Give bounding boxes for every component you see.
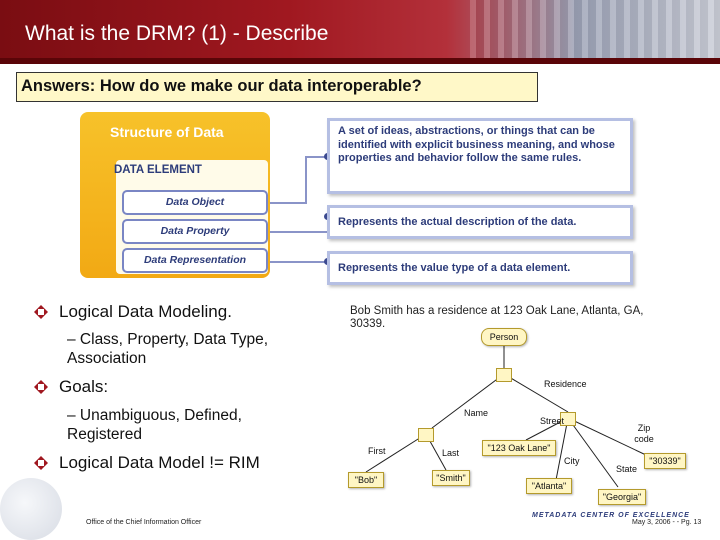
header-banner xyxy=(0,0,720,64)
diamond-bullet-icon xyxy=(34,380,48,394)
bullet-sub-goals: – Unambiguous, Defined, Registered xyxy=(67,407,242,443)
bullet-goals: Goals: xyxy=(59,377,109,396)
tree-node xyxy=(418,428,434,442)
footer-office: Office of the Chief Information Officer xyxy=(86,519,202,526)
connector-line xyxy=(305,156,327,158)
footer-metadata-center-logo: METADATA CENTER OF EXCELLENCE xyxy=(532,512,690,519)
header-image-collage xyxy=(470,0,720,64)
connector-line xyxy=(270,202,306,204)
edge-label-zip: Zip code xyxy=(634,423,654,444)
edge-label-state: State xyxy=(616,464,638,474)
diamond-bullet-icon xyxy=(34,456,48,470)
connector-line xyxy=(270,261,327,263)
data-element-heading: DATA ELEMENT xyxy=(114,164,202,176)
data-object-description: A set of ideas, abstractions, or things … xyxy=(327,118,633,194)
connector-line xyxy=(270,231,327,233)
edge-label-first: First xyxy=(368,446,386,456)
data-representation-description: Represents the value type of a data elem… xyxy=(327,251,633,285)
value-street: "123 Oak Lane" xyxy=(482,440,556,456)
edge-label-name: Name xyxy=(464,408,489,418)
value-last: "Smith" xyxy=(432,470,470,486)
example-sentence: Bob Smith has a residence at 123 Oak Lan… xyxy=(350,305,644,330)
bullet-logical-data-model-rim: Logical Data Model != RIM xyxy=(59,453,260,472)
header-bottom-bar xyxy=(0,58,720,64)
example-tree-diagram: Person Residence Name Street Zip code Fi… xyxy=(346,322,690,512)
value-city: "Atlanta" xyxy=(526,478,572,494)
structure-title: Structure of Data xyxy=(110,124,224,140)
bullet-sub-class-property: – Class, Property, Data Type, Associatio… xyxy=(67,331,269,367)
data-property-description: Represents the actual description of the… xyxy=(327,205,633,239)
value-state: "Georgia" xyxy=(598,489,646,505)
person-node: Person xyxy=(481,328,527,346)
diamond-bullet-icon xyxy=(34,305,48,319)
bullet-logical-data-modeling: Logical Data Modeling. xyxy=(59,302,232,321)
data-object-pill: Data Object xyxy=(122,190,268,215)
edge-label-street: Street xyxy=(540,416,565,426)
edge-label-residence: Residence xyxy=(544,379,587,389)
footer-date-page: May 3, 2006 - - Pg. 13 xyxy=(632,519,702,526)
tree-node xyxy=(560,412,576,426)
edge-label-last: Last xyxy=(442,448,460,458)
question-callout: Answers: How do we make our data interop… xyxy=(16,72,538,102)
data-representation-pill: Data Representation xyxy=(122,248,268,273)
edge-label-city: City xyxy=(564,456,580,466)
value-zip: "30339" xyxy=(644,453,686,469)
tree-edges xyxy=(365,346,647,488)
tree-node xyxy=(496,368,512,382)
connector-line xyxy=(305,156,307,204)
globe-logo xyxy=(0,478,62,540)
slide-title: What is the DRM? (1) - Describe xyxy=(25,22,329,45)
value-first: "Bob" xyxy=(348,472,384,488)
structure-of-data-box: Structure of Data DATA ELEMENT Data Obje… xyxy=(80,112,270,278)
data-property-pill: Data Property xyxy=(122,219,268,244)
